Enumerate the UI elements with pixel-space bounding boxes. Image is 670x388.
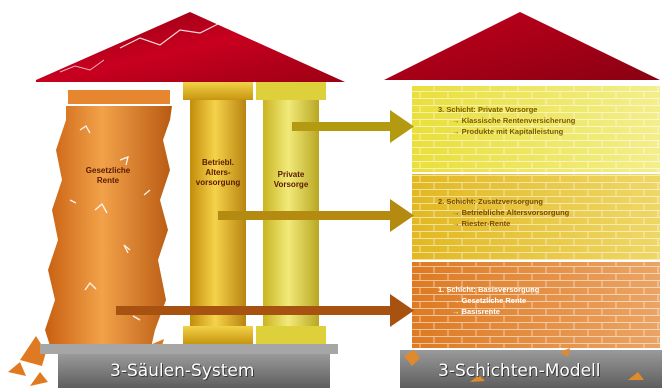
- layer-1-bullet-1: → Gesetzliche Rente: [452, 296, 527, 305]
- layer-1-text: 1. Schicht: Basisversorgung → Gesetzlich…: [438, 284, 539, 317]
- pillar-private-label: Private Vorsorge: [273, 170, 309, 189]
- right-layers: [412, 86, 660, 348]
- layer-2-bullet-2: → Riester-Rente: [452, 219, 511, 228]
- layer-3-text: 3. Schicht: Private Vorsorge → Klassisch…: [438, 104, 575, 137]
- layer-1-bullet-2: → Basisrente: [452, 307, 500, 316]
- layer-3-bullet-2: → Produkte mit Kapitalleistung: [452, 127, 564, 136]
- right-base: [400, 348, 662, 388]
- layer-2-text: 2. Schicht: Zusatzversorgung → Betriebli…: [438, 196, 569, 229]
- right-base-label: 3-Schichten-Modell: [438, 361, 601, 381]
- layer-3-bullet-1: → Klassische Rentenversicherung: [452, 116, 576, 125]
- arrow-gesetzliche-to-layer1: [116, 294, 414, 327]
- pillar-gesetzliche-label: Gesetzliche Rente: [85, 166, 131, 185]
- layer-2-title: 2. Schicht: Zusatzversorgung: [438, 197, 544, 206]
- left-roof: [36, 12, 345, 82]
- pillar-gesetzliche: [8, 90, 172, 386]
- arrow-private-to-layer3: [292, 110, 414, 143]
- left-base-label: 3-Säulen-System: [110, 361, 255, 381]
- left-base: [40, 344, 338, 388]
- layer-3-title: 3. Schicht: Private Vorsorge: [438, 105, 538, 114]
- pillar-betriebliche-label: Betriebl. Alters-vorsorgung: [195, 158, 241, 187]
- layer-1-title: 1. Schicht: Basisversorgung: [438, 285, 540, 294]
- layer-2-bullet-1: → Betriebliche Altersvorsorgung: [452, 208, 570, 217]
- right-roof: [384, 12, 660, 84]
- arrow-betriebliche-to-layer2: [218, 199, 414, 232]
